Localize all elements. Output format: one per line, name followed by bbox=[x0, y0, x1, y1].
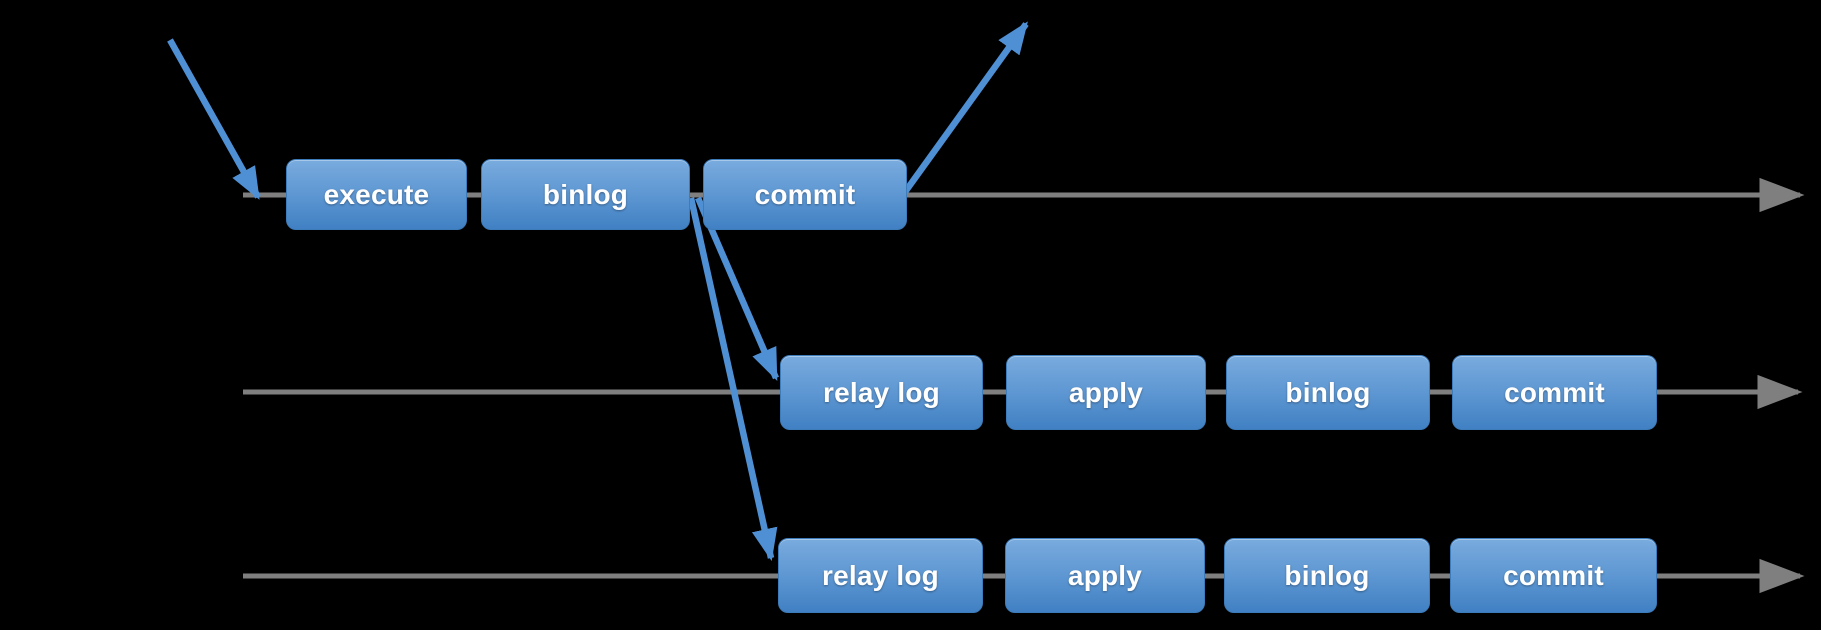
box-binlog-3-label: binlog bbox=[1284, 559, 1370, 591]
box-apply-3: apply bbox=[1005, 538, 1205, 613]
commit-response-arrow bbox=[902, 21, 1029, 194]
box-commit-1: commit bbox=[703, 159, 907, 230]
incoming-request-arrow bbox=[167, 38, 261, 200]
box-apply-3-label: apply bbox=[1067, 559, 1143, 591]
box-commit-3-label: commit bbox=[1503, 559, 1604, 591]
box-binlog-1: binlog bbox=[481, 159, 690, 230]
box-apply-2-label: apply bbox=[1068, 376, 1144, 408]
box-commit-3: commit bbox=[1450, 538, 1657, 613]
box-binlog-3: binlog bbox=[1224, 538, 1430, 613]
box-execute: execute bbox=[286, 159, 467, 230]
box-binlog-2: binlog bbox=[1226, 355, 1430, 430]
box-relay-log-3-label: relay log bbox=[822, 559, 939, 591]
box-execute-label: execute bbox=[323, 178, 430, 210]
box-commit-2: commit bbox=[1452, 355, 1657, 430]
box-commit-1-label: commit bbox=[754, 178, 856, 210]
box-relay-log-2: relay log bbox=[780, 355, 983, 430]
box-relay-log-3: relay log bbox=[778, 538, 983, 613]
box-relay-log-2-label: relay log bbox=[823, 376, 940, 408]
box-binlog-2-label: binlog bbox=[1285, 376, 1371, 408]
replication-arrow-timeline-3 bbox=[687, 197, 778, 562]
box-commit-2-label: commit bbox=[1504, 376, 1605, 408]
box-binlog-1-label: binlog bbox=[542, 178, 629, 210]
box-apply-2: apply bbox=[1006, 355, 1206, 430]
